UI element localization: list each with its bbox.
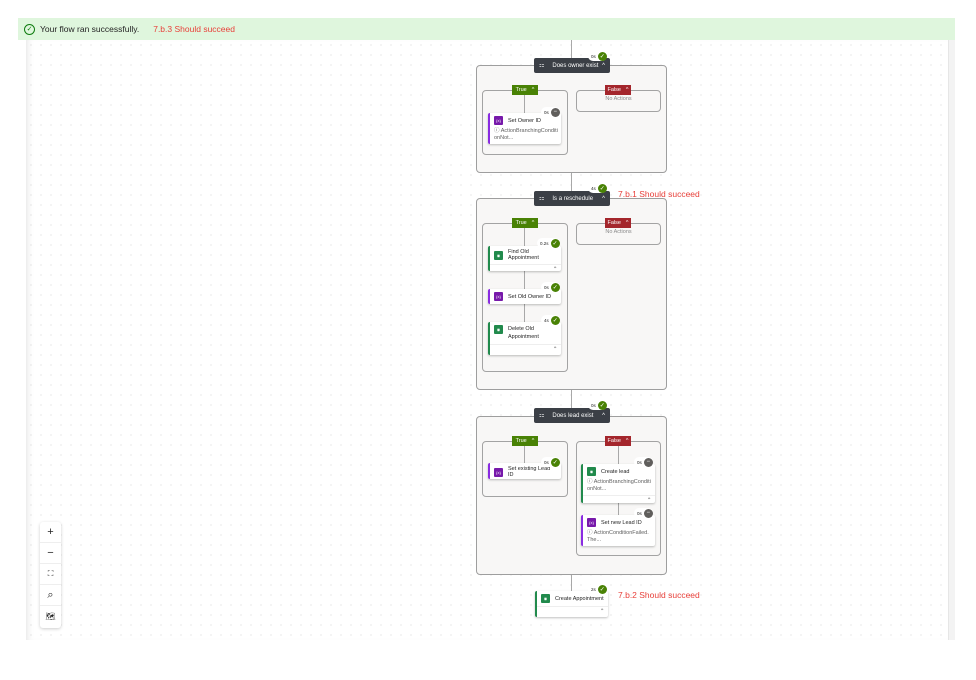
true-tag[interactable]: True^ [512, 436, 538, 446]
success-banner: ✓ Your flow ran successfully. 7.b.3 Shou… [18, 18, 955, 40]
success-icon: ✓ [550, 282, 560, 292]
collapse-icon[interactable]: ^ [602, 195, 605, 202]
false-tag[interactable]: False^ [605, 218, 631, 228]
status-badge: 2s✓ [588, 584, 607, 594]
search-button[interactable]: ⌕ [40, 585, 61, 606]
condition-icon: ⚏ [539, 63, 545, 69]
connector [524, 228, 525, 328]
skipped-icon: − [643, 508, 653, 518]
link-icon: ⚭ [583, 495, 655, 503]
status-badge: 0s− [634, 457, 653, 467]
condition-header[interactable]: ⚏Does owner exist^ [534, 58, 610, 73]
collapse-icon[interactable]: ^ [602, 412, 605, 419]
status-badge: 0s✓ [588, 51, 607, 61]
dataverse-icon: ◉ [494, 250, 503, 260]
variable-icon: {x} [587, 518, 596, 527]
false-tag[interactable]: False^ [605, 85, 631, 95]
status-badge: 0s✓ [541, 282, 560, 292]
status-badge: 4s✓ [541, 315, 560, 325]
condition-header[interactable]: ⚏Does lead exist^ [534, 408, 610, 423]
fit-view-button[interactable]: ⛶ [40, 564, 61, 585]
success-icon: ✓ [550, 457, 560, 467]
dataverse-icon: ◉ [494, 325, 503, 334]
true-tag[interactable]: True^ [512, 218, 538, 228]
variable-icon: {x} [494, 292, 503, 301]
status-badge: 0s− [634, 508, 653, 518]
action-card-delete-old-appointment[interactable]: ◉Delete Old Appointment⚭ [488, 322, 561, 355]
status-badge: 0s− [541, 107, 560, 117]
annotation-note: 7.b.2 Should succeed [618, 590, 700, 600]
connector [571, 390, 572, 408]
skipped-icon: − [550, 107, 560, 117]
action-subtitle: ⓘ ActionBranchingConditionNot... [587, 479, 651, 492]
status-badge: 0s✓ [588, 400, 607, 410]
action-card-set-old-owner-id[interactable]: {x}Set Old Owner ID [488, 289, 561, 304]
check-circle-icon: ✓ [24, 23, 35, 35]
no-actions-text: No Actions [605, 229, 632, 235]
action-subtitle: ⓘ ActionConditionFailed. The... [587, 530, 649, 543]
status-badge: 0s✓ [541, 457, 560, 467]
connector [571, 40, 572, 58]
success-icon: ✓ [597, 51, 607, 61]
connector [571, 173, 572, 191]
condition-header[interactable]: ⚏Is a reschedule^ [534, 191, 610, 206]
no-actions-text: No Actions [605, 96, 632, 102]
link-icon: ⚭ [490, 344, 561, 352]
condition-icon: ⚏ [539, 196, 545, 202]
variable-icon: {x} [494, 116, 503, 125]
collapse-icon[interactable]: ^ [602, 62, 605, 69]
skipped-icon: − [643, 457, 653, 467]
false-tag[interactable]: False^ [605, 436, 631, 446]
zoom-in-button[interactable]: + [40, 522, 61, 543]
status-badge: 0.2s✓ [537, 238, 560, 248]
action-card-create-appointment[interactable]: ◉Create Appointment⚭ [535, 591, 608, 617]
dataverse-icon: ◉ [541, 594, 550, 603]
vertical-scrollbar[interactable] [948, 40, 955, 640]
banner-note: 7.b.3 Should succeed [153, 24, 235, 34]
true-tag[interactable]: True^ [512, 85, 538, 95]
link-icon: ⚭ [490, 264, 561, 272]
minimap-button[interactable]: 🗺 [45, 612, 56, 621]
canvas-controls: + − ⛶ ⌕ 🗺 [40, 522, 61, 628]
banner-message: Your flow ran successfully. [40, 24, 140, 34]
dataverse-icon: ◉ [587, 467, 596, 476]
connector [571, 575, 572, 591]
action-subtitle: ⓘ ActionBranchingConditionNot... [494, 128, 558, 141]
condition-icon: ⚏ [539, 413, 545, 419]
variable-icon: {x} [494, 467, 503, 477]
link-icon: ⚭ [537, 606, 608, 614]
connector [524, 95, 525, 113]
success-icon: ✓ [597, 183, 607, 193]
action-card-find-old-appointment[interactable]: ◉Find Old Appointment⚭ [488, 246, 561, 271]
connector [524, 446, 525, 463]
success-icon: ✓ [550, 238, 560, 248]
action-card-set-existing-lead-id[interactable]: {x}Set existing Lead ID [488, 463, 561, 479]
zoom-out-button[interactable]: − [40, 543, 61, 564]
status-badge: 4s✓ [588, 183, 607, 193]
success-icon: ✓ [597, 400, 607, 410]
success-icon: ✓ [597, 584, 607, 594]
success-icon: ✓ [550, 315, 560, 325]
annotation-note: 7.b.1 Should succeed [618, 189, 700, 199]
